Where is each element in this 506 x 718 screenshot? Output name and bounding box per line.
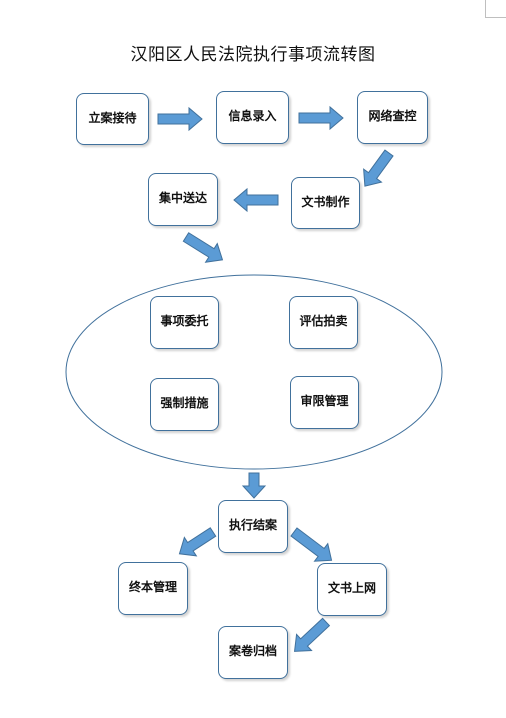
node-label: 执行结案 [228,518,277,532]
node-network-check: 网络查控 [357,91,428,144]
node-label: 集中送达 [158,191,207,205]
page-corner-mark [485,0,506,18]
node-centralized-delivery: 集中送达 [148,173,218,226]
arrow-down-1 [241,472,267,499]
node-label: 立案接待 [88,111,137,125]
node-label: 评估拍卖 [299,314,348,328]
page-title: 汉阳区人民法院执行事项流转图 [130,45,376,65]
node-label: 事项委托 [160,314,209,328]
node-info-entry: 信息录入 [216,91,289,144]
arrow-right-2 [298,105,344,131]
arrow-down-right-2 [290,527,333,562]
node-label: 网络查控 [368,109,417,123]
node-label: 审限管理 [300,394,349,408]
node-limit-review: 审限管理 [290,376,359,429]
arrow-left-1 [233,187,279,213]
node-execution-closing: 执行结案 [218,500,288,553]
group-ellipse [65,274,443,470]
node-doc-making: 文书制作 [291,177,360,229]
node-label: 文书制作 [301,195,350,209]
node-coercive-measures: 强制措施 [150,378,219,431]
node-label: 案卷归档 [228,644,277,658]
node-label: 强制措施 [160,396,209,410]
arrow-down-right-1 [182,232,224,263]
arrow-down-left-2 [178,527,217,557]
arrow-down-left-3 [293,617,331,652]
arrow-down-left-1 [363,149,394,187]
node-label: 信息录入 [228,109,277,123]
node-doc-online: 文书上网 [317,563,387,616]
node-entrustment: 事项委托 [150,296,219,349]
node-case-filing: 立案接待 [76,93,149,145]
node-label: 文书上网 [327,581,376,595]
arrow-right-1 [157,106,203,132]
node-appraisal-auction: 评估拍卖 [289,296,358,349]
node-archiving: 案卷归档 [218,626,288,679]
node-final-management: 终本管理 [118,562,188,615]
node-label: 终本管理 [128,580,177,594]
